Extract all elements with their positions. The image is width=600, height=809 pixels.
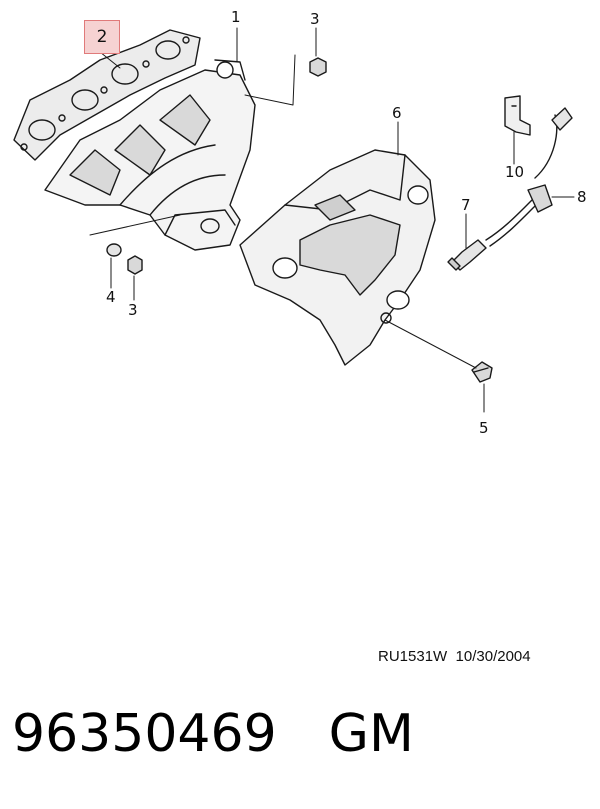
callout-7: 7 [461,196,471,214]
exploded-parts-diagram [13,27,575,413]
callout-6: 6 [392,104,402,122]
bolt [471,361,493,383]
heat-shield [239,149,436,366]
nut-lower [127,255,143,275]
callout-3-upper: 3 [310,10,320,28]
bracket [504,95,531,136]
callout-1: 1 [231,8,241,26]
oxygen-sensor [447,199,536,271]
callout-4: 4 [106,288,116,306]
callout-8: 8 [577,188,587,206]
sensor-clip [527,107,573,213]
drawing-date: 10/30/2004 [455,648,531,665]
washer [106,243,122,257]
brand: GM [328,704,414,764]
callout-3-lower: 3 [128,301,138,319]
exhaust-manifold-gasket [13,29,201,161]
part-number-line: 96350469 GM [12,704,414,764]
drawing-reference: RU1531W 10/30/2004 [378,648,531,665]
drawing-id: RU1531W [378,648,448,665]
part-number: 96350469 [12,704,277,764]
callout-2: 2 [84,20,120,54]
callout-10: 10 [505,163,525,181]
nut-upper [309,57,327,77]
exhaust-manifold [44,59,256,251]
callout-5: 5 [479,419,489,437]
